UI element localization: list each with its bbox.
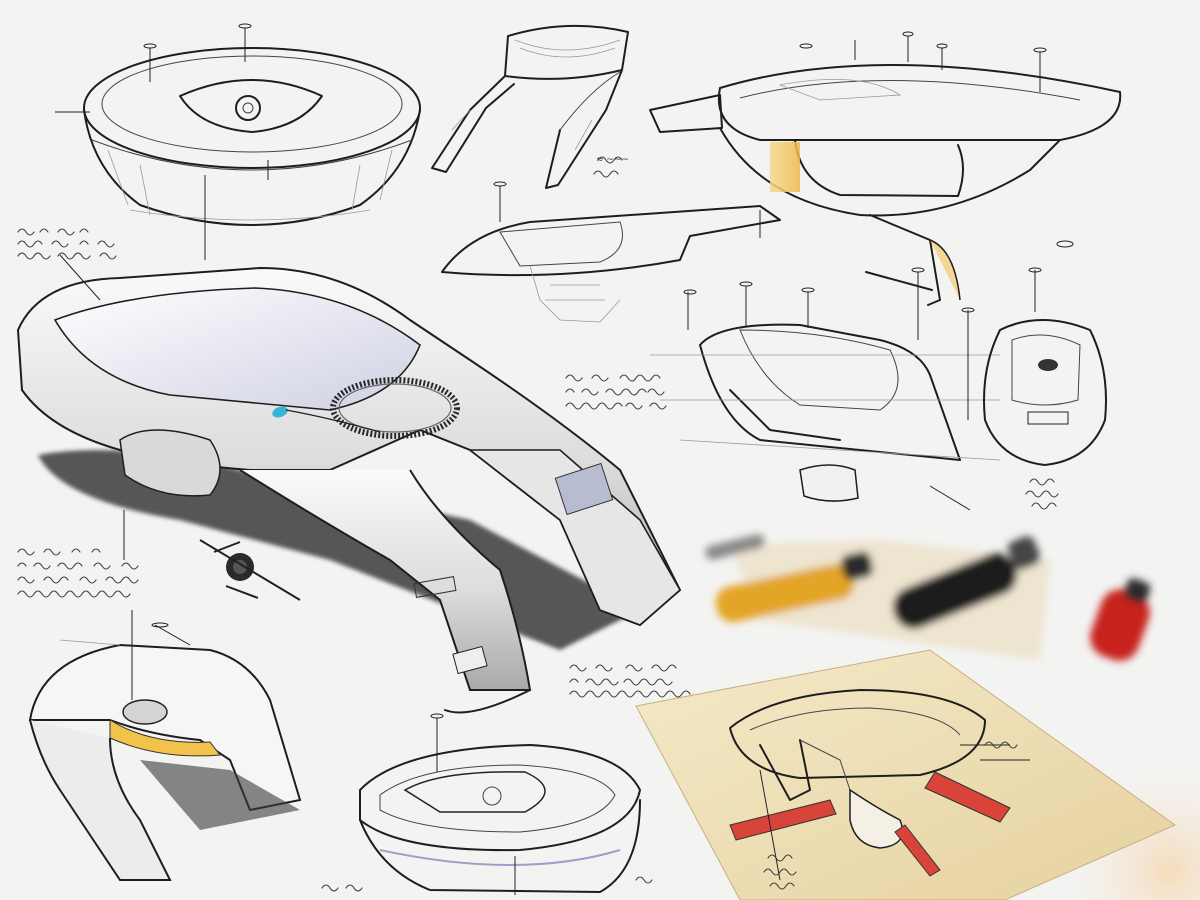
sketch-right-cross-section	[650, 272, 1001, 511]
red-marker	[1090, 578, 1151, 661]
red-strip	[894, 824, 941, 877]
sketch-top-left-oval-bowl	[55, 28, 421, 260]
black-marker	[892, 536, 1041, 629]
sketch-right-small-pod	[967, 270, 1107, 466]
sketch-top-right-tub-module	[649, 36, 1122, 306]
blue-highlight	[272, 406, 288, 418]
sketch-top-center-arch-stand: ≈ ~~~	[431, 24, 629, 189]
sketch-center-tray	[441, 186, 781, 323]
red-strip	[729, 799, 837, 841]
sketch-bottom-center-oval-basin	[359, 718, 641, 895]
annotation-scribble: ≈ ~~~	[596, 155, 629, 165]
sketch-bottom-right-paper	[635, 649, 1177, 900]
callout-tags	[143, 23, 1074, 719]
sketch-bottom-left-seat-module	[28, 610, 302, 881]
main-rendered-arch-product	[16, 254, 682, 714]
red-strip	[924, 771, 1011, 823]
yellow-marker	[715, 551, 873, 623]
handwritten-scribbles	[17, 156, 1059, 892]
markers-props	[705, 534, 1151, 661]
